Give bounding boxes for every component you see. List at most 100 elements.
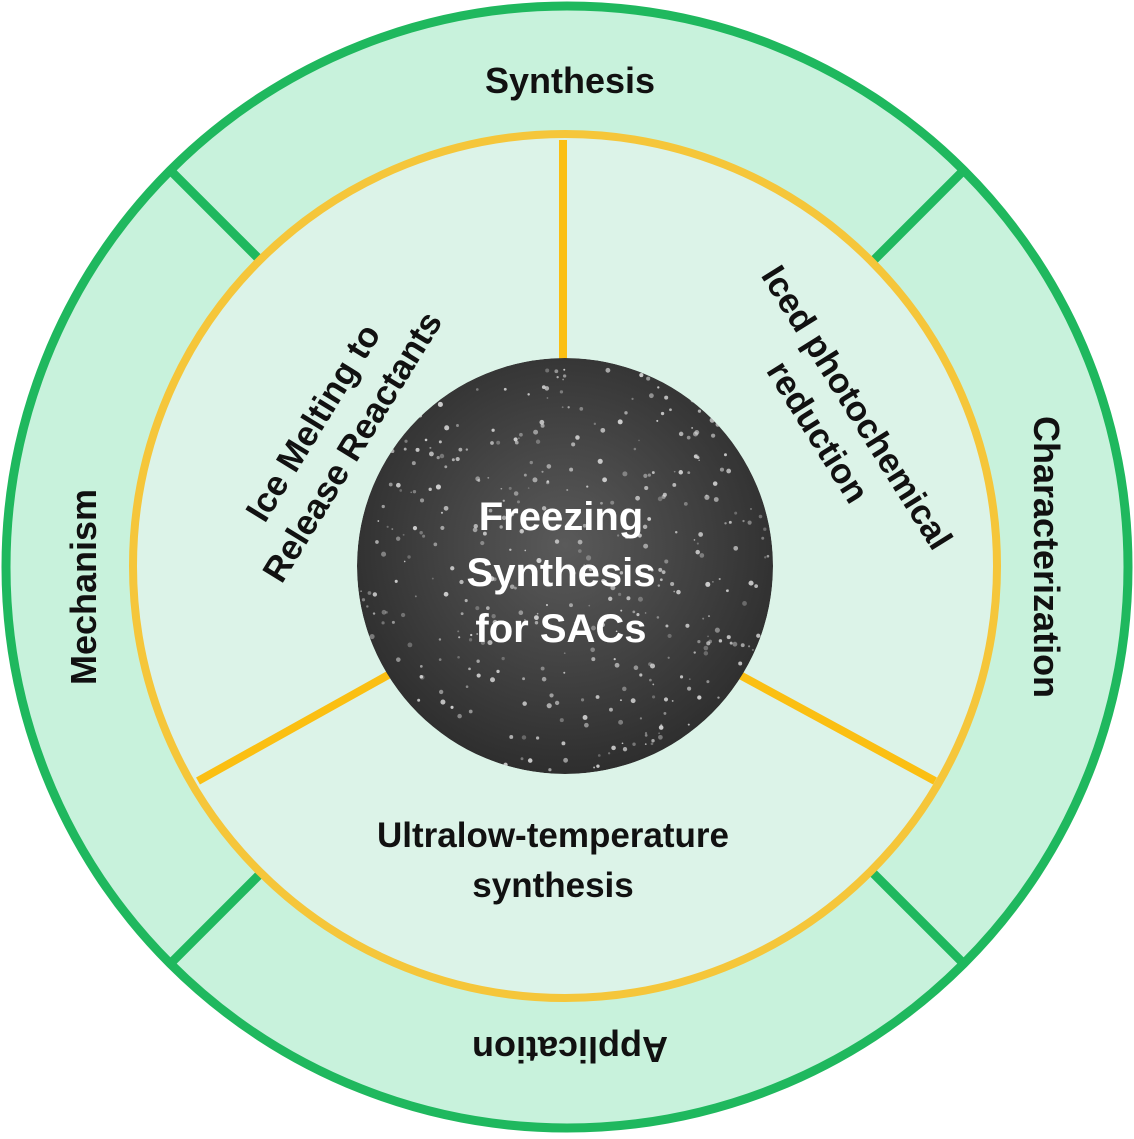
speckle: [491, 614, 496, 619]
speckle: [523, 473, 527, 477]
speckle: [617, 419, 623, 425]
speckle: [698, 532, 704, 537]
speckle: [475, 476, 481, 482]
label-characterization: Characterization: [1026, 416, 1067, 698]
speckle: [514, 586, 517, 590]
speckle: [748, 645, 751, 648]
speckle: [422, 534, 426, 538]
speckle: [728, 520, 732, 524]
speckle: [513, 491, 519, 496]
speckle: [412, 490, 417, 494]
speckle: [575, 435, 580, 440]
speckle: [646, 376, 651, 381]
speckle: [443, 591, 449, 597]
speckle: [424, 438, 428, 442]
speckle: [642, 524, 648, 530]
speckle: [559, 390, 564, 394]
speckle: [658, 734, 663, 740]
speckle: [664, 395, 669, 400]
speckle: [509, 511, 515, 517]
speckle: [631, 535, 633, 538]
speckle: [577, 539, 583, 545]
speckle: [639, 717, 643, 720]
speckle: [673, 590, 676, 593]
speckle: [522, 701, 527, 706]
speckle: [647, 517, 652, 521]
speckle: [385, 611, 388, 614]
speckle: [616, 534, 620, 537]
speckle: [435, 484, 441, 490]
speckle: [652, 695, 656, 699]
speckle: [535, 736, 540, 740]
speckle: [703, 645, 709, 651]
speckle: [754, 584, 758, 588]
speckle: [395, 536, 401, 541]
speckle: [648, 662, 652, 667]
speckle: [480, 640, 486, 645]
speckle: [643, 473, 648, 478]
speckle: [657, 584, 661, 587]
speckle: [490, 441, 494, 445]
speckle: [536, 612, 539, 615]
speckle: [651, 739, 655, 743]
speckle: [396, 657, 401, 662]
speckle: [579, 407, 584, 411]
speckle: [546, 397, 549, 399]
speckle: [732, 641, 738, 647]
speckle: [457, 655, 460, 659]
speckle: [562, 378, 564, 381]
speckle: [372, 612, 376, 615]
speckle: [541, 470, 544, 473]
speckle: [604, 619, 607, 622]
speckle: [718, 639, 723, 643]
speckle: [549, 693, 554, 698]
center-title-line2: Synthesis: [467, 551, 656, 595]
speckle: [702, 617, 705, 620]
label-synthesis: Synthesis: [485, 60, 655, 101]
speckle: [487, 640, 493, 646]
speckle: [489, 576, 495, 582]
speckle: [650, 568, 654, 572]
speckle: [742, 519, 745, 523]
speckle: [644, 731, 648, 735]
speckle: [569, 603, 573, 608]
speckle: [534, 621, 539, 625]
speckle: [657, 386, 660, 389]
speckle: [429, 446, 432, 449]
speckle: [639, 373, 644, 378]
speckle: [696, 542, 699, 545]
speckle: [644, 743, 647, 745]
speckle: [395, 482, 401, 488]
speckle: [488, 508, 493, 513]
speckle: [522, 677, 526, 681]
speckle: [513, 437, 518, 442]
speckle: [618, 719, 624, 725]
speckle: [697, 695, 702, 700]
speckle: [533, 615, 539, 621]
speckle: [691, 426, 694, 429]
speckle: [632, 742, 636, 746]
speckle: [648, 393, 654, 399]
speckle: [490, 677, 496, 683]
speckle: [740, 643, 745, 648]
speckle: [619, 699, 622, 702]
speckle: [546, 703, 552, 709]
speckle: [411, 461, 416, 466]
speckle: [688, 678, 691, 680]
speckle: [482, 531, 487, 536]
speckle: [644, 612, 647, 614]
speckle: [644, 734, 648, 737]
speckle: [633, 665, 639, 670]
speckle: [600, 427, 606, 433]
speckle: [758, 514, 763, 519]
speckle: [586, 485, 589, 488]
speckle: [622, 747, 628, 752]
speckle: [440, 699, 446, 705]
speckle: [683, 501, 688, 506]
speckle: [658, 567, 663, 572]
speckle: [388, 482, 393, 487]
speckle: [597, 754, 601, 757]
speckle: [451, 458, 455, 462]
speckle: [546, 480, 550, 485]
speckle: [438, 440, 442, 444]
